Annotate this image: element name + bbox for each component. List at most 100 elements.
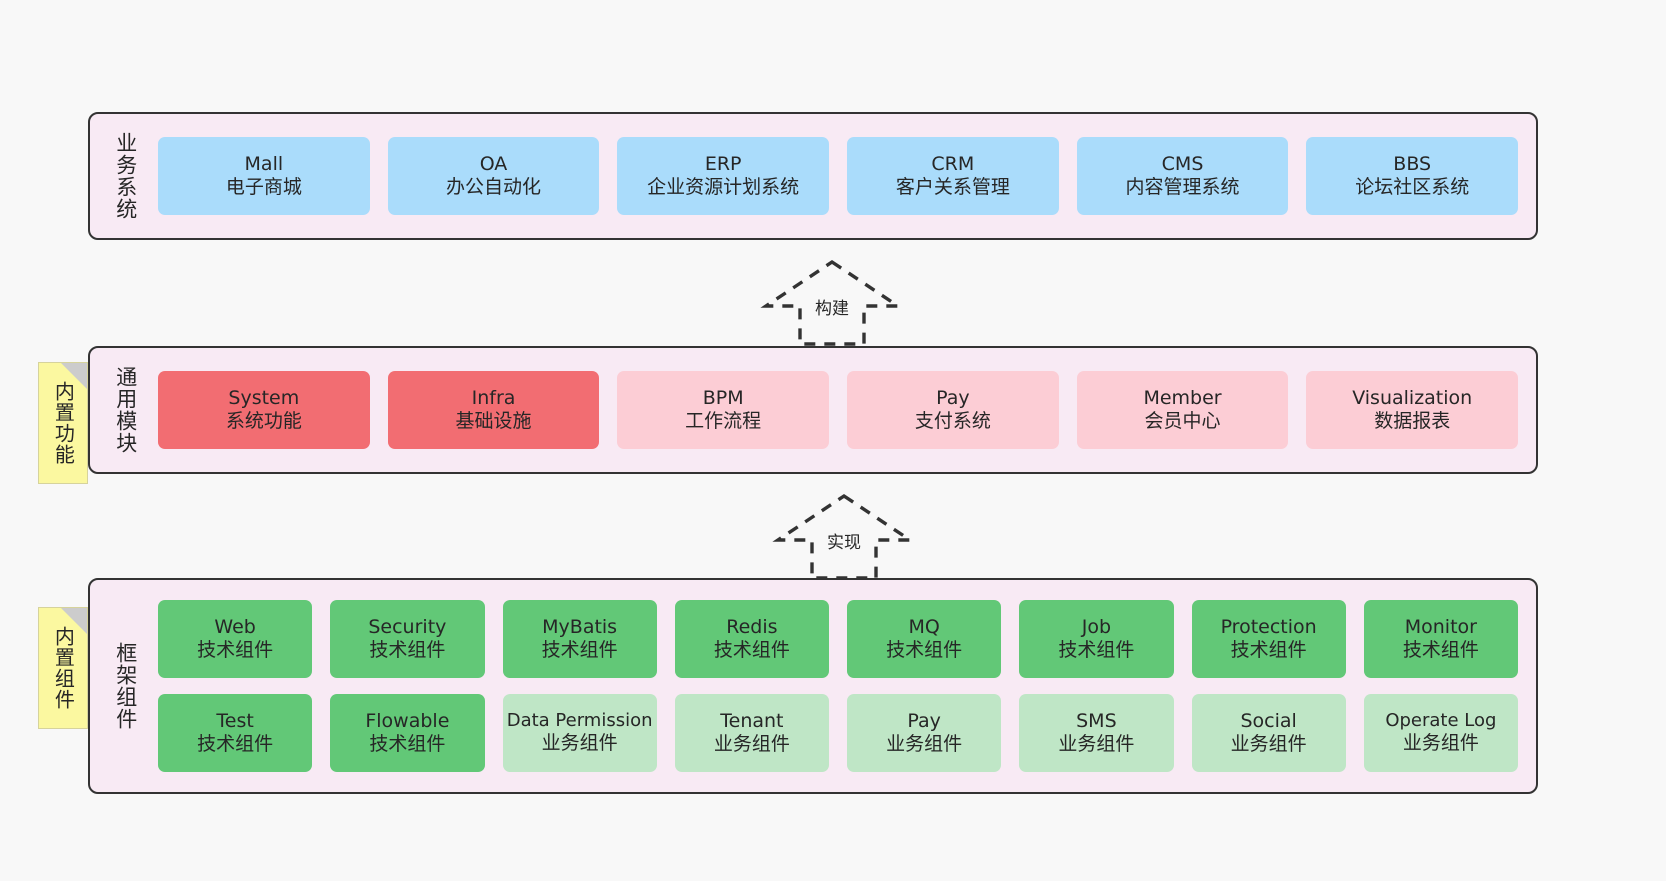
framework-card-social[interactable]: Social 业务组件 xyxy=(1191,694,1346,772)
framework-card-test[interactable]: Test 技术组件 xyxy=(158,694,313,772)
framework-row-1: Web 技术组件 Security 技术组件 MyBatis 技术组件 Redi… xyxy=(158,600,1518,678)
framework-card-mybatis[interactable]: MyBatis 技术组件 xyxy=(502,600,657,678)
card-title: Pay xyxy=(936,386,970,409)
card-title: Pay xyxy=(907,709,941,732)
framework-card-sms[interactable]: SMS 业务组件 xyxy=(1019,694,1174,772)
card-title: Infra xyxy=(471,386,516,409)
layer-modules-title: 通用模块 xyxy=(113,366,138,454)
page-fold-icon xyxy=(61,608,87,634)
framework-card-tenant[interactable]: Tenant 业务组件 xyxy=(674,694,829,772)
card-subtitle: 技术组件 xyxy=(1230,639,1307,661)
card-title: Web xyxy=(214,615,256,638)
business-card-mall[interactable]: Mall 电子商城 xyxy=(158,137,370,215)
module-card-system[interactable]: System 系统功能 xyxy=(158,371,370,449)
dashed-hollow-arrow-up-icon xyxy=(760,259,904,346)
card-subtitle: 电子商城 xyxy=(225,176,302,198)
card-title: Member xyxy=(1143,386,1222,409)
layer-business-title: 业务系统 xyxy=(113,132,138,220)
module-card-member[interactable]: Member 会员中心 xyxy=(1076,371,1289,449)
card-subtitle: 业务组件 xyxy=(541,732,618,755)
business-card-crm[interactable]: CRM 客户关系管理 xyxy=(847,137,1059,215)
note-builtin-functions[interactable]: 内置功能 xyxy=(38,362,88,484)
framework-card-monitor[interactable]: Monitor 技术组件 xyxy=(1363,600,1518,678)
business-row: Mall 电子商城 OA 办公自动化 ERP 企业资源计划系统 CRM 客户关系… xyxy=(158,137,1519,215)
card-title: OA xyxy=(479,152,508,175)
framework-card-security[interactable]: Security 技术组件 xyxy=(330,600,485,678)
framework-card-data-permission[interactable]: Data Permission 业务组件 xyxy=(502,694,657,772)
card-title: CMS xyxy=(1161,152,1204,175)
card-title: Mall xyxy=(244,152,284,175)
card-title: Security xyxy=(368,615,447,638)
card-title: CRM xyxy=(931,152,975,175)
layer-framework-title: 框架组件 xyxy=(113,642,138,730)
framework-card-protection[interactable]: Protection 技术组件 xyxy=(1191,600,1346,678)
card-subtitle: 办公自动化 xyxy=(446,176,542,198)
framework-row-2: Test 技术组件 Flowable 技术组件 Data Permission … xyxy=(158,694,1518,772)
business-card-cms[interactable]: CMS 内容管理系统 xyxy=(1076,137,1289,215)
card-subtitle: 企业资源计划系统 xyxy=(647,176,800,198)
layer-common-modules[interactable]: 通用模块 System 系统功能 Infra 基础设施 BPM 工作流程 Pay… xyxy=(88,346,1538,474)
module-card-pay[interactable]: Pay 支付系统 xyxy=(847,371,1059,449)
card-title: MyBatis xyxy=(542,615,618,638)
module-card-bpm[interactable]: BPM 工作流程 xyxy=(617,371,830,449)
card-title: Job xyxy=(1081,615,1112,638)
card-title: Redis xyxy=(726,615,778,638)
layer-modules-body: System 系统功能 Infra 基础设施 BPM 工作流程 Pay 支付系统… xyxy=(148,348,1536,472)
card-subtitle: 业务组件 xyxy=(1230,733,1307,755)
card-subtitle: 技术组件 xyxy=(886,639,963,661)
card-subtitle: 技术组件 xyxy=(197,639,274,661)
card-subtitle: 业务组件 xyxy=(886,733,963,755)
card-title: Social xyxy=(1240,709,1297,732)
card-subtitle: 支付系统 xyxy=(914,410,991,432)
card-subtitle: 内容管理系统 xyxy=(1125,176,1240,198)
note-label: 内置功能 xyxy=(51,381,76,465)
module-card-visualization[interactable]: Visualization 数据报表 xyxy=(1306,371,1519,449)
layer-business-body: Mall 电子商城 OA 办公自动化 ERP 企业资源计划系统 CRM 客户关系… xyxy=(148,114,1536,238)
card-subtitle: 技术组件 xyxy=(1058,639,1135,661)
card-subtitle: 论坛社区系统 xyxy=(1355,176,1470,198)
card-subtitle: 业务组件 xyxy=(713,733,790,755)
card-subtitle: 基础设施 xyxy=(455,410,532,432)
card-title: BBS xyxy=(1393,152,1432,175)
card-title: BPM xyxy=(702,386,744,409)
card-subtitle: 客户关系管理 xyxy=(895,176,1010,198)
card-title: Protection xyxy=(1220,615,1317,638)
framework-card-mq[interactable]: MQ 技术组件 xyxy=(847,600,1002,678)
card-title: Tenant xyxy=(720,709,784,732)
business-card-oa[interactable]: OA 办公自动化 xyxy=(387,137,600,215)
note-builtin-components[interactable]: 内置组件 xyxy=(38,607,88,729)
card-subtitle: 工作流程 xyxy=(685,410,762,432)
page-fold-icon xyxy=(61,363,87,389)
layer-framework-components[interactable]: 框架组件 Web 技术组件 Security 技术组件 MyBatis 技术组件… xyxy=(88,578,1538,794)
card-subtitle: 技术组件 xyxy=(197,733,274,755)
business-card-bbs[interactable]: BBS 论坛社区系统 xyxy=(1306,137,1519,215)
connector-implement: 实现 xyxy=(770,492,918,580)
module-card-infra[interactable]: Infra 基础设施 xyxy=(387,371,600,449)
card-title: SMS xyxy=(1076,709,1117,732)
card-subtitle: 业务组件 xyxy=(1402,732,1479,755)
card-subtitle: 技术组件 xyxy=(369,639,446,661)
framework-card-flowable[interactable]: Flowable 技术组件 xyxy=(330,694,485,772)
framework-card-pay[interactable]: Pay 业务组件 xyxy=(847,694,1002,772)
card-subtitle: 会员中心 xyxy=(1144,410,1221,432)
layer-business-systems[interactable]: 业务系统 Mall 电子商城 OA 办公自动化 ERP 企业资源计划系统 CRM… xyxy=(88,112,1538,240)
card-title: ERP xyxy=(704,152,742,175)
framework-card-web[interactable]: Web 技术组件 xyxy=(158,600,313,678)
card-title: MQ xyxy=(908,615,940,638)
card-subtitle: 技术组件 xyxy=(1402,639,1479,661)
card-title: Flowable xyxy=(365,709,450,732)
note-label: 内置组件 xyxy=(51,626,76,710)
connector-build-label: 构建 xyxy=(815,299,849,319)
framework-card-redis[interactable]: Redis 技术组件 xyxy=(674,600,829,678)
framework-card-operate-log[interactable]: Operate Log 业务组件 xyxy=(1363,694,1518,772)
card-subtitle: 技术组件 xyxy=(369,733,446,755)
card-subtitle: 系统功能 xyxy=(225,410,302,432)
card-subtitle: 技术组件 xyxy=(541,639,618,661)
card-subtitle: 数据报表 xyxy=(1374,410,1451,432)
business-card-erp[interactable]: ERP 企业资源计划系统 xyxy=(617,137,830,215)
card-title: Monitor xyxy=(1404,615,1477,638)
framework-card-job[interactable]: Job 技术组件 xyxy=(1019,600,1174,678)
modules-row: System 系统功能 Infra 基础设施 BPM 工作流程 Pay 支付系统… xyxy=(158,371,1519,449)
card-title: Data Permission xyxy=(506,710,653,732)
